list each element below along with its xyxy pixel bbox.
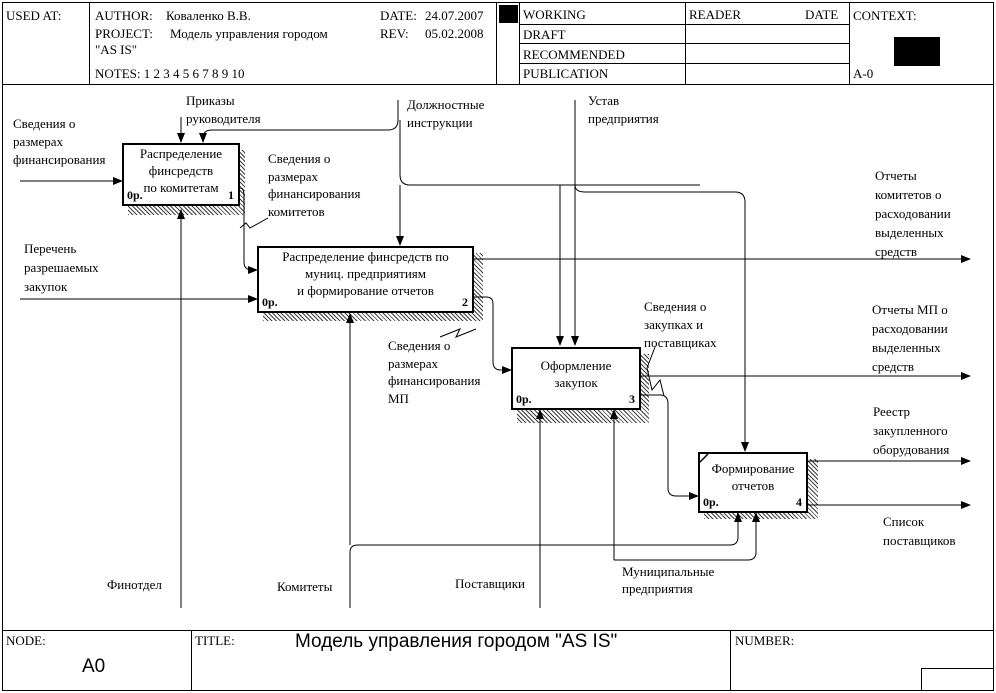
status-working: WORKING (523, 7, 586, 22)
project-value-line2: "AS IS" (95, 42, 138, 57)
project-value: Модель управления городом (170, 26, 328, 41)
activity-box-4-title: Формирование отчетов (711, 461, 795, 493)
box-corner-mark (700, 454, 709, 463)
label-suppliers-list: Список поставщиков (883, 514, 956, 548)
reader-date-label: DATE (805, 7, 839, 22)
activity-box-2-title: Распределение финсредств по муниц. предп… (282, 249, 449, 298)
activity-box-1-cost: 0р. (127, 188, 143, 202)
label-charter: Устав предприятия (588, 93, 659, 126)
author-label: AUTHOR: (95, 8, 153, 23)
activity-box-3-cost: 0р. (516, 392, 532, 406)
label-fin-info: Сведения о размерах финансирования (13, 116, 106, 167)
title-label: TITLE: (195, 633, 235, 648)
context-node: A-0 (853, 66, 874, 81)
reader-label: READER (689, 7, 741, 22)
label-fin-mp: Сведения о размерах финансирования МП (388, 338, 481, 406)
activity-box-1-title: Распределение финсредств по комитетам (139, 146, 223, 195)
context-label: CONTEXT: (853, 8, 917, 23)
activity-box-3[interactable]: Оформление закупок 0р. 3 (511, 347, 641, 410)
date-value: 24.07.2007 (425, 8, 484, 23)
label-reports-mp: Отчеты МП о расходовании выделенных сред… (872, 302, 948, 374)
label-registry: Реестр закупленного оборудования (873, 404, 950, 457)
notes-label: NOTES: 1 2 3 4 5 6 7 8 9 10 (95, 66, 245, 81)
status-recommended: RECOMMENDED (523, 47, 625, 62)
activity-box-2[interactable]: Распределение финсредств по муниц. предп… (257, 246, 474, 313)
label-fin-committees: Сведения о размерах финансирования комит… (268, 151, 361, 219)
label-finotdel: Финотдел (107, 577, 162, 592)
number-label: NUMBER: (735, 633, 795, 648)
rev-label: REV: (380, 26, 409, 41)
activity-box-4-number: 4 (796, 495, 802, 509)
date-label: DATE: (380, 8, 417, 23)
activity-box-1[interactable]: Распределение финсредств по комитетам 0р… (122, 143, 240, 206)
activity-box-3-title: Оформление закупок (540, 358, 612, 390)
rev-value: 05.02.2008 (425, 26, 484, 41)
activity-box-4-cost: 0р. (703, 495, 719, 509)
label-committees: Комитеты (277, 579, 333, 594)
activity-box-1-number: 1 (228, 188, 234, 202)
label-orders: Приказы руководителя (186, 93, 261, 126)
label-municipal: Муниципальные предприятия (622, 564, 715, 596)
label-allowed-list: Перечень разрешаемых закупок (24, 241, 99, 294)
node-value: A0 (82, 656, 106, 677)
activity-box-4[interactable]: Формирование отчетов 0р. 4 (698, 452, 808, 513)
diagram-title: Модель управления городом "AS IS" (295, 631, 618, 652)
used-at-label: USED AT: (6, 8, 62, 23)
node-label: NODE: (6, 633, 46, 648)
label-reports-committees: Отчеты комитетов о расходовании выделенн… (875, 168, 951, 259)
activity-box-2-number: 2 (462, 295, 468, 309)
project-label: PROJECT: (95, 26, 153, 41)
activity-box-2-cost: 0р. (262, 295, 278, 309)
label-instructions: Должностные инструкции (407, 97, 485, 130)
author-value: Коваленко В.В. (166, 8, 251, 23)
status-draft: DRAFT (523, 27, 566, 42)
activity-box-3-number: 3 (629, 392, 635, 406)
status-publication: PUBLICATION (523, 66, 609, 81)
label-suppliers: Поставщики (455, 576, 525, 591)
label-purchase-info: Сведения о закупках и поставщиках (644, 299, 717, 350)
